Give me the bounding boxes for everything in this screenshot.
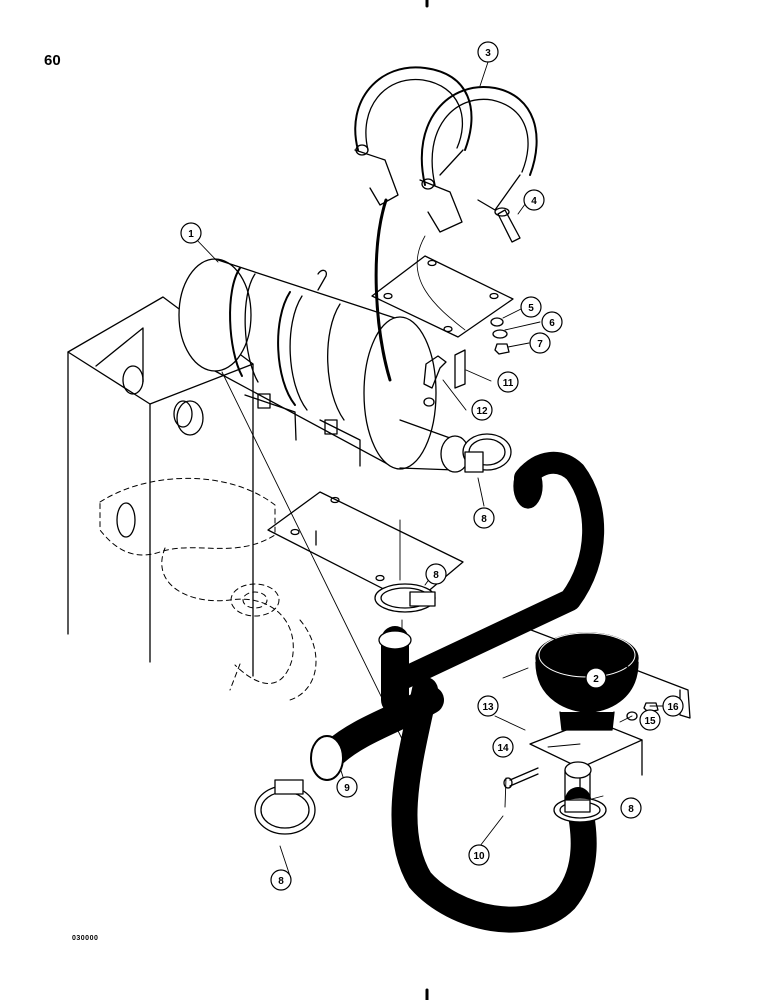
small-hardware (423, 317, 659, 789)
callout-10: 10 (473, 851, 485, 862)
mounting-plate-upper (371, 255, 514, 338)
callout-11: 11 (503, 378, 514, 389)
u-hose-10 (391, 677, 597, 933)
callout-4: 4 (531, 196, 537, 207)
callout-16: 16 (667, 702, 679, 713)
air-cleaner-body (178, 258, 470, 473)
callout-circles (180, 41, 684, 891)
hose-clamp-middle (374, 583, 436, 613)
hose-clamp-right (553, 797, 607, 823)
hidden-engine-outline (99, 477, 317, 701)
pre-cleaner-outlet (564, 761, 592, 801)
bolt-4 (494, 207, 521, 243)
callout-8-left: 8 (278, 876, 284, 887)
callout-2: 2 (593, 674, 599, 685)
callout-8-upper: 8 (481, 514, 487, 525)
hose-clamp-upper (462, 433, 512, 473)
mounting-bands (354, 66, 538, 233)
figure-code: 030000 (72, 935, 99, 942)
page-number: 60 (44, 52, 61, 69)
mounting-plate-lower (267, 491, 464, 605)
callout-14: 14 (497, 743, 509, 754)
frame-panel (67, 296, 254, 677)
callout-15: 15 (644, 716, 656, 727)
callout-1: 1 (188, 229, 194, 240)
callout-12: 12 (476, 406, 488, 417)
callout-8-middle: 8 (433, 570, 439, 581)
hose-clamp-left (254, 779, 316, 835)
upper-elbow-hose (389, 451, 605, 691)
callout-6: 6 (549, 318, 555, 329)
callout-8-right: 8 (628, 804, 634, 815)
callout-7: 7 (537, 339, 543, 350)
callout-labels: 1 2 3 4 5 6 7 8 8 8 8 9 10 11 12 13 14 1… (188, 48, 679, 887)
callout-9: 9 (344, 783, 350, 794)
pre-cleaner-2 (535, 632, 639, 731)
callout-3: 3 (485, 48, 491, 59)
callout-13: 13 (482, 702, 494, 713)
callout-5: 5 (528, 303, 534, 314)
